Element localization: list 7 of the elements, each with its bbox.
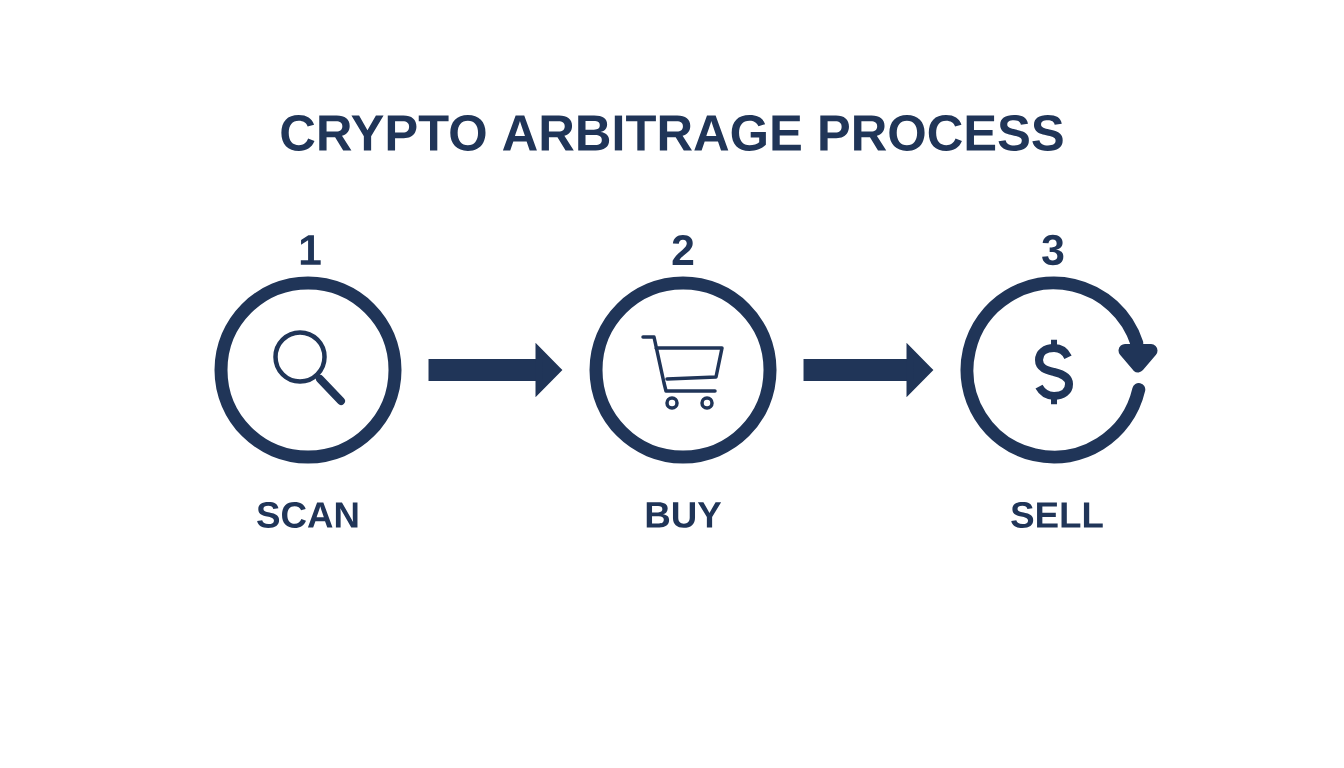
step-number: 2 <box>672 235 694 265</box>
step-label: SCAN <box>257 502 358 528</box>
step-number: 3 <box>1042 234 1064 266</box>
title: CRYPTO ARBITRAGE PROCESS <box>281 115 1063 151</box>
step-number: 1 <box>300 235 321 265</box>
step-label: SELL <box>1011 502 1103 528</box>
step-label: BUY <box>646 502 722 528</box>
